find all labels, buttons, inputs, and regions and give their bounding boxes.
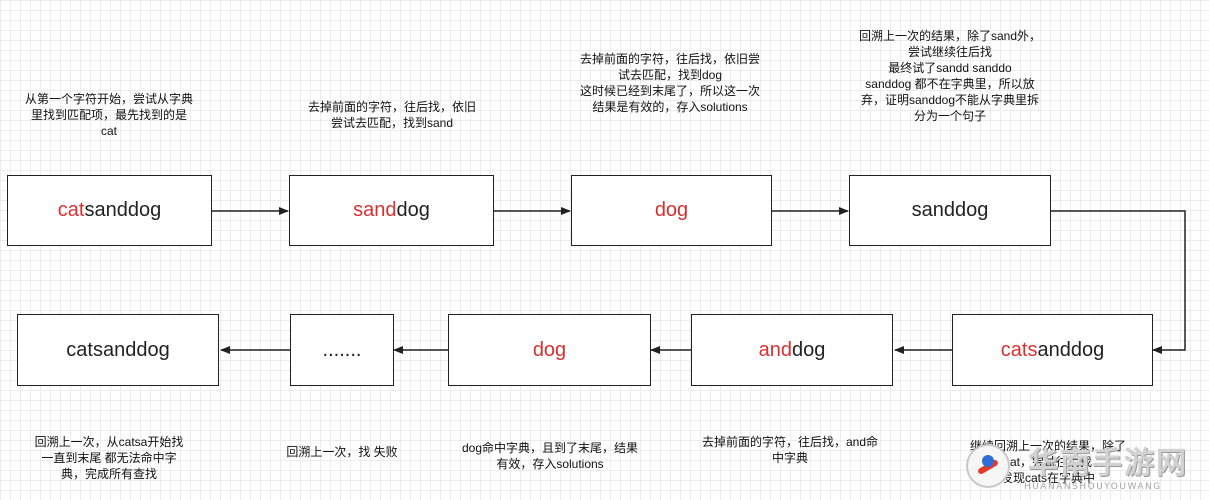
note-line: 分为一个句子 [913,109,986,123]
note-n3: 去掉前面的字符，往后找，依旧尝 试去匹配，找到dog 这时候已经到末尾了，所以这… [568,51,772,115]
note-n8: 回溯上一次，找 失败 [262,444,422,460]
note-line: 这时候已经到末尾了，所以这一次 [579,84,760,98]
note-line: 尝试继续往后找 [907,45,992,59]
note-line: dog命中字典，且到了末尾，结果 [461,441,639,455]
note-line: 去掉前面的字符，往后找，依旧 [307,100,476,114]
note-line: 回溯上一次的结果，除了sand外， [858,29,1042,43]
note-n1: 从第一个字符开始，尝试从字典 里找到匹配项，最先找到的是 cat [14,91,204,139]
node-rest: dog [792,338,826,361]
note-line: 回溯上一次，从catsa开始找 [34,435,184,449]
node-n3: dog [571,175,772,246]
note-line: 里找到匹配项，最先找到的是 [30,108,187,122]
arrow-n4-n5 [1051,210,1186,354]
node-rest: dog [396,199,430,221]
node-highlight: cat [57,199,85,221]
node-highlight: dog [532,338,567,361]
note-line: cat，尝试往后找 [1003,455,1092,469]
note-line: 试去匹配，找到dog [617,68,723,82]
node-rest: sanddog [911,199,989,221]
node-highlight: and [758,338,792,361]
watermark-title: 华南手游网 [1028,446,1188,481]
note-line: sanddog 都不在字典里，所以放 [865,77,1035,91]
node-n9: catsanddog [17,314,219,386]
node-n8: ....... [290,314,394,386]
note-line: 弃，证明sanddog不能从字典里拆 [860,93,1040,107]
note-line: cat [100,124,117,138]
node-rest: catsanddog [66,338,170,361]
note-n7: dog命中字典，且到了末尾，结果 有效，存入solutions [448,440,652,472]
node-highlight: dog [654,199,689,221]
note-line: 去掉前面的字符，往后找，依旧尝 [579,52,760,66]
note-line: 典，完成所有查找 [60,467,157,481]
note-n2: 去掉前面的字符，往后找，依旧 尝试去匹配，找到sand [294,99,490,131]
note-line: 结果是有效的，存入solutions [592,100,748,114]
note-n6: 去掉前面的字符，往后找，and命 中字典 [690,434,890,466]
note-line: 尝试去匹配，找到sand [330,116,454,130]
note-n4: 回溯上一次的结果，除了sand外， 尝试继续往后找 最终试了sandd sand… [846,28,1054,124]
note-line: 中字典 [771,451,808,465]
note-line: 最终试了sandd sanddo [888,61,1012,75]
watermark-subtitle: HUANANSHOUYOUWANG [1024,482,1162,492]
note-line: 去掉前面的字符，往后找，and命 [701,435,879,449]
node-highlight: cats [1000,338,1038,361]
note-n5: 继续回溯上一次的结果，除了 cat，尝试往后找 发现cats在字典中 [948,438,1148,486]
node-rest: anddog [1037,338,1105,361]
note-line: 继续回溯上一次的结果，除了 [969,439,1126,453]
note-line: 发现cats在字典中 [1000,471,1095,485]
node-n4: sanddog [849,175,1051,246]
note-line: 有效，存入solutions [496,457,604,471]
note-line: 一直到末尾 都无法命中字 [41,451,177,465]
note-line: 回溯上一次，找 失败 [286,445,398,459]
watermark: 华南手游网 HUANANSHOUYOUWANG [958,438,1208,500]
node-n7: dog [448,314,651,386]
note-n9: 回溯上一次，从catsa开始找 一直到末尾 都无法命中字 典，完成所有查找 [14,434,204,482]
node-rest: ....... [322,338,362,361]
logo-badge-icon [966,444,1010,488]
node-rest: sanddog [84,199,162,221]
note-line: 从第一个字符开始，尝试从字典 [24,92,193,106]
node-highlight: sand [353,199,397,221]
